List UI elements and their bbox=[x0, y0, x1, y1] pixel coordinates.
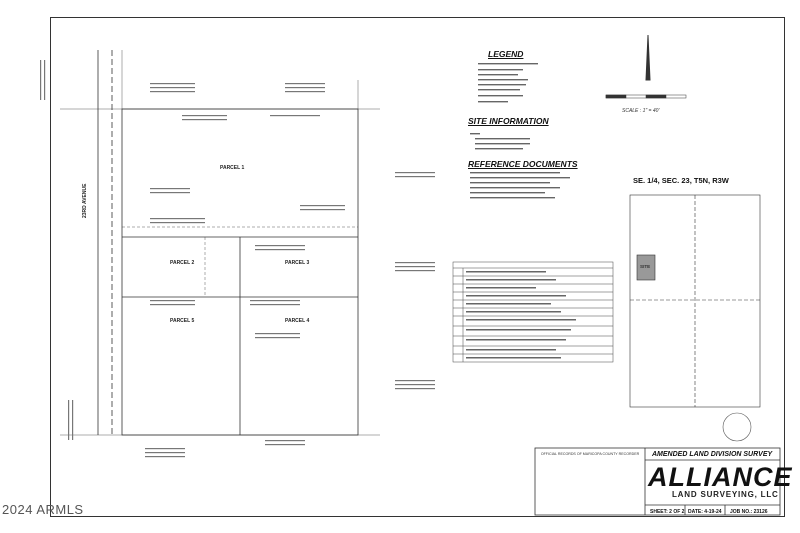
site-marker bbox=[636, 254, 656, 281]
survey-date: DATE: 4-19-24 bbox=[688, 509, 722, 515]
scale-label: SCALE : 1" = 40' bbox=[622, 108, 660, 114]
amended-title: AMENDED LAND DIVISION SURVEY bbox=[652, 451, 773, 458]
section-map-title: SE. 1/4, SEC. 23, T5N, R3W bbox=[633, 176, 729, 185]
copyright-watermark: 2024 ARMLS bbox=[2, 502, 84, 517]
north-arrow-icon bbox=[645, 34, 651, 81]
reference-documents-title: REFERENCE DOCUMENTS bbox=[468, 159, 578, 169]
sheet-number: SHEET: 2 OF 2 bbox=[650, 509, 685, 515]
company-logo: ALLIANCE bbox=[648, 462, 793, 492]
title-block bbox=[534, 447, 781, 516]
plat-sheet bbox=[50, 17, 785, 517]
parcel-2-label: PARCEL 2 bbox=[170, 260, 195, 266]
recorder-stamp: OFFICIAL RECORDS OF MARICOPA COUNTY RECO… bbox=[540, 452, 640, 456]
section-site-label: SITE bbox=[640, 264, 651, 269]
legend-title: LEGEND bbox=[488, 49, 524, 59]
parcel-1-label: PARCEL 1 bbox=[220, 165, 245, 171]
job-number: JOB NO.: 23126 bbox=[730, 509, 768, 515]
street-label: 23RD AVENUE bbox=[82, 183, 88, 218]
parcel-3-label: PARCEL 3 bbox=[285, 260, 310, 266]
surveyor-seal-icon bbox=[722, 412, 752, 442]
site-information-title: SITE INFORMATION bbox=[468, 116, 549, 126]
parcel-4-label: PARCEL 4 bbox=[285, 318, 310, 324]
monument-table bbox=[452, 261, 614, 363]
parcel-5-label: PARCEL 5 bbox=[170, 318, 195, 324]
company-subtitle: LAND SURVEYING, LLC bbox=[672, 490, 779, 499]
